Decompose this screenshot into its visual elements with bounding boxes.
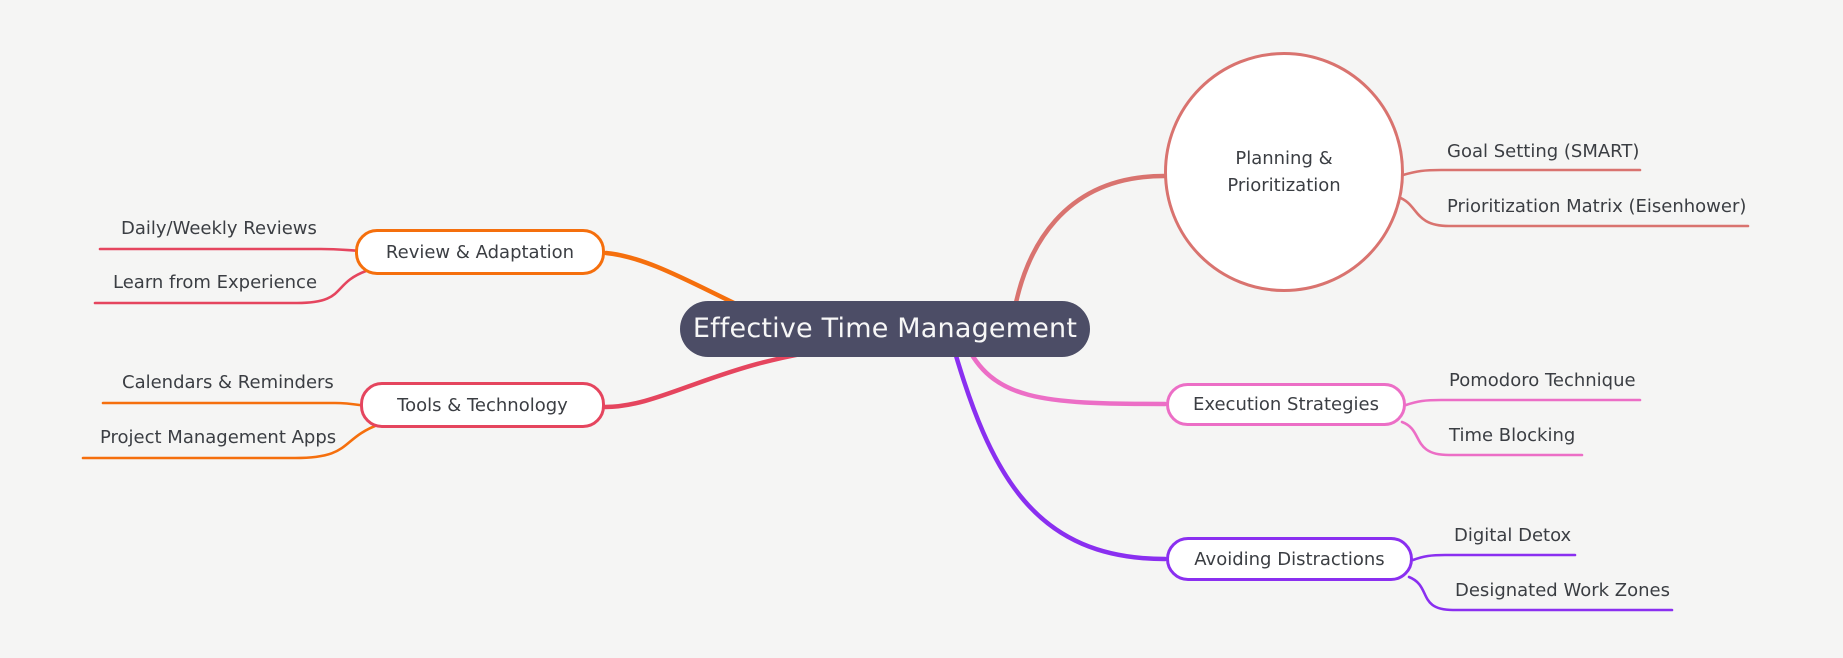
link-learn-from-experience	[93, 269, 368, 305]
leaf-time-blocking[interactable]: Time Blocking	[1449, 425, 1576, 446]
link-center-avoiding	[949, 339, 1168, 562]
link-calendars-reminders	[101, 401, 376, 409]
root-node-label: Effective Time Management	[692, 312, 1078, 344]
link-designated-work-zones	[1407, 575, 1674, 612]
link-digital-detox	[1411, 553, 1577, 562]
branch-node-label: Execution Strategies	[1193, 394, 1379, 415]
link-goal-setting	[1401, 168, 1642, 177]
leaf-learn-from-experience[interactable]: Learn from Experience	[113, 272, 318, 293]
link-project-management-apps	[81, 422, 382, 460]
leaf-project-management-apps[interactable]: Project Management Apps	[100, 427, 337, 448]
link-center-execution	[962, 339, 1168, 407]
leaf-digital-detox[interactable]: Digital Detox	[1454, 525, 1572, 546]
link-daily-weekly-reviews	[98, 247, 363, 253]
branch-node-label: Planning & Prioritization	[1227, 148, 1341, 196]
leaf-designated-work-zones[interactable]: Designated Work Zones	[1455, 580, 1670, 601]
branch-node-execution-strategies[interactable]: Execution Strategies	[1166, 383, 1406, 426]
branch-node-tools-technology[interactable]: Tools & Technology	[360, 382, 605, 428]
leaf-goal-setting[interactable]: Goal Setting (SMART)	[1447, 141, 1640, 162]
branch-node-label: Tools & Technology	[397, 394, 568, 416]
branch-node-label: Avoiding Distractions	[1194, 548, 1385, 570]
branch-node-avoiding-distractions[interactable]: Avoiding Distractions	[1166, 537, 1413, 581]
leaf-daily-weekly-reviews[interactable]: Daily/Weekly Reviews	[121, 218, 317, 239]
branch-node-label: Review & Adaptation	[385, 241, 575, 263]
leaf-calendars-reminders[interactable]: Calendars & Reminders	[122, 372, 334, 393]
leaf-pomodoro-technique[interactable]: Pomodoro Technique	[1449, 370, 1636, 391]
root-node[interactable]: Effective Time Management	[680, 301, 1090, 357]
link-time-blocking	[1400, 420, 1584, 457]
link-pomodoro	[1404, 398, 1642, 407]
branch-node-planning-prioritization[interactable]: Planning & Prioritization	[1164, 52, 1404, 292]
link-prioritization-matrix	[1396, 195, 1750, 228]
branch-node-review-adaptation[interactable]: Review & Adaptation	[355, 229, 605, 275]
leaf-prioritization-matrix[interactable]: Prioritization Matrix (Eisenhower)	[1447, 196, 1747, 217]
